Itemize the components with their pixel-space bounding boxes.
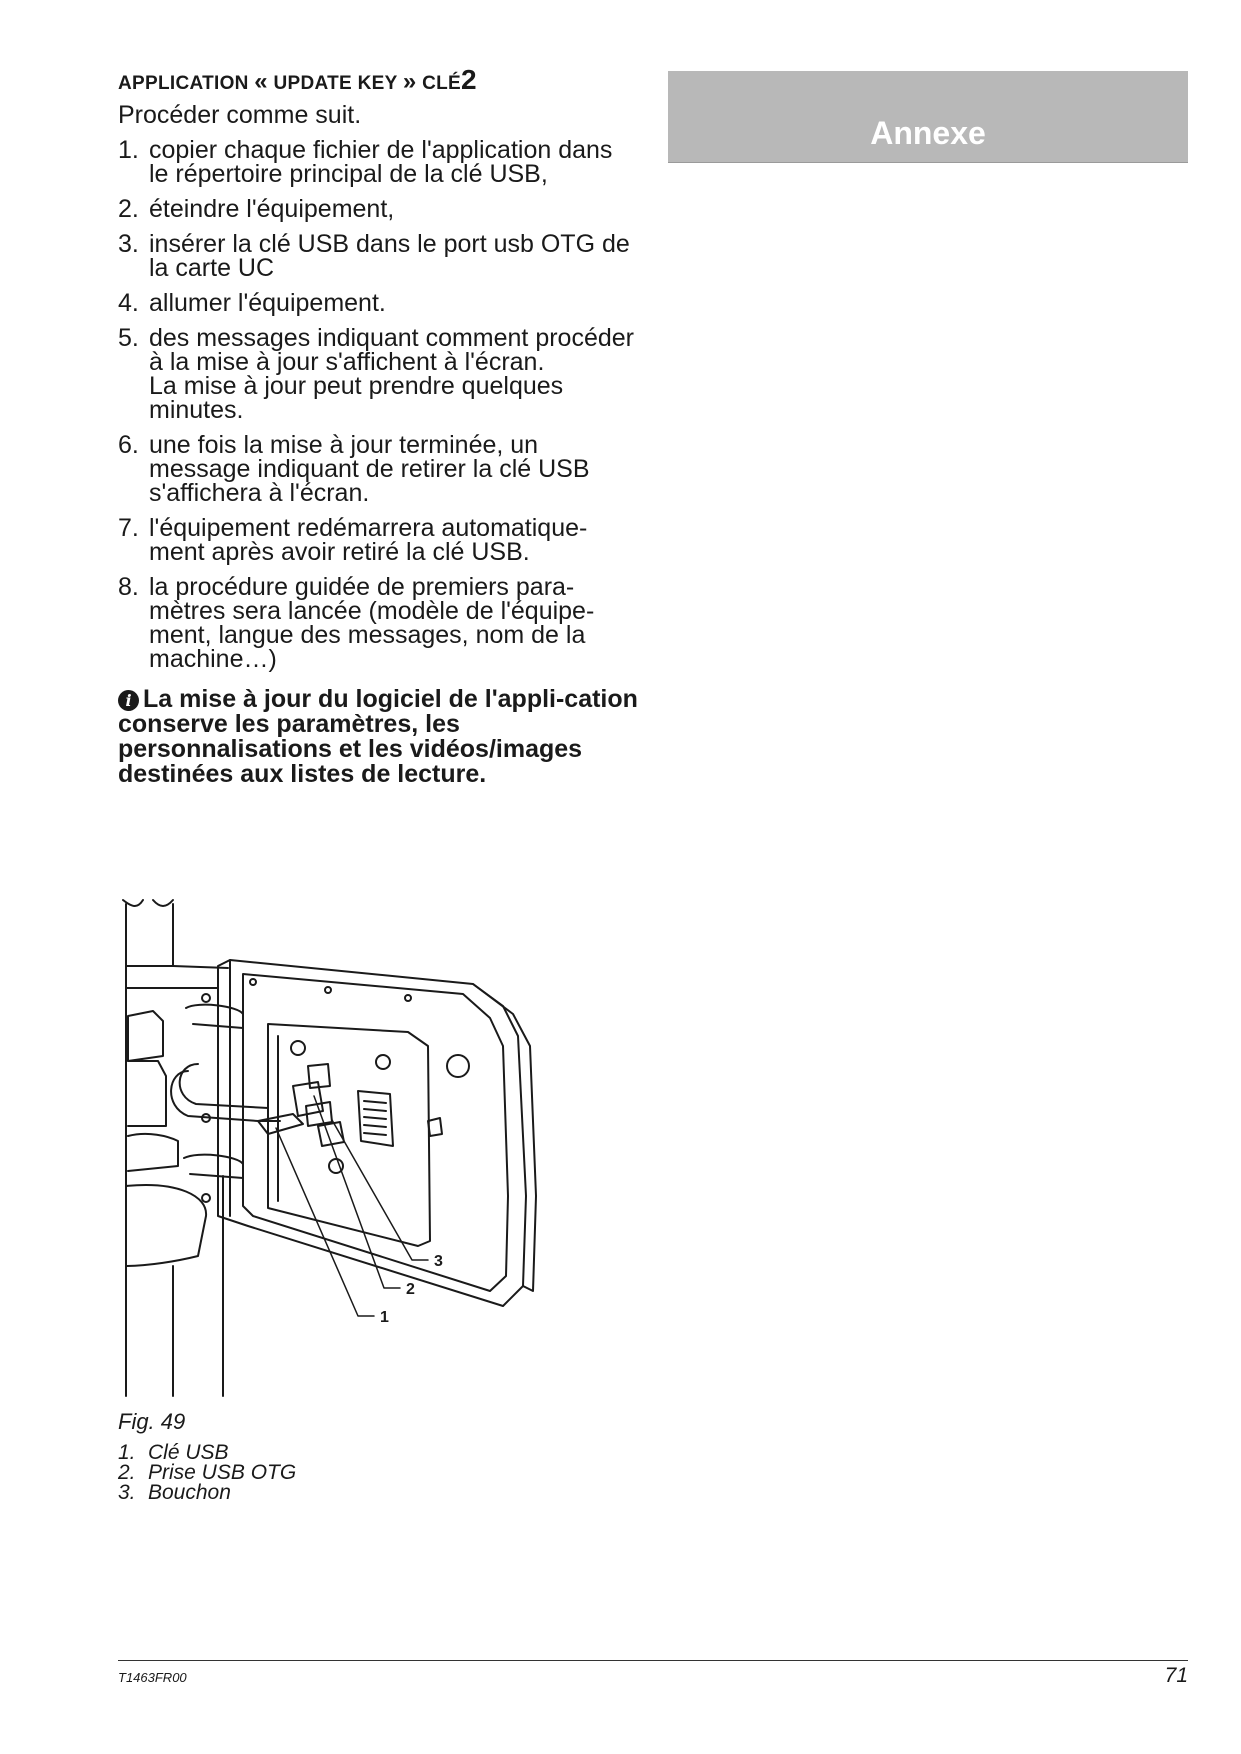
legend-item: 1.Clé USB — [118, 1441, 229, 1464]
step-item: 8.la procédure guidée de premiers para-m… — [118, 573, 595, 673]
step-item: 4.allumer l'équipement. — [118, 289, 386, 317]
section-banner: Annexe — [668, 71, 1188, 163]
figure-illustration: 1 2 3 — [122, 899, 537, 1397]
step-item: 2.éteindre l'équipement, — [118, 195, 395, 223]
legend-item: 2.Prise USB OTG — [118, 1461, 297, 1484]
figure-label: Fig. 49 — [118, 1409, 186, 1434]
page-number: 71 — [1164, 1664, 1188, 1687]
step-item: 3.insérer la clé USB dans le port usb OT… — [118, 230, 630, 282]
section-heading: APPLICATION « UPDATE KEY » CLÉ2 — [118, 64, 477, 96]
step-item: 1.copier chaque fichier de l'application… — [118, 136, 613, 188]
callout-1: 1 — [380, 1309, 389, 1326]
callout-3: 3 — [434, 1253, 443, 1270]
document-code: T1463FR00 — [118, 1670, 187, 1685]
step-item: 5.des messages indiquant comment procéde… — [118, 324, 634, 424]
figure-caption: Fig. 49 1.Clé USB 2.Prise USB OTG 3.Bouc… — [118, 1409, 296, 1503]
callout-2: 2 — [406, 1281, 415, 1298]
info-icon: i — [118, 690, 139, 711]
step-item: 7.l'équipement redémarrera automatique-m… — [118, 514, 588, 566]
step-item: 6.une fois la mise à jour terminée, un m… — [118, 431, 590, 507]
footer-divider — [118, 1660, 1188, 1661]
content-column: APPLICATION « UPDATE KEY » CLÉ2 Procéder… — [118, 66, 638, 787]
intro-text: Procéder comme suit. — [118, 101, 362, 129]
steps-list: 1.copier chaque fichier de l'application… — [118, 136, 638, 673]
banner-label: Annexe — [870, 115, 986, 151]
legend-item: 3.Bouchon — [118, 1481, 231, 1504]
